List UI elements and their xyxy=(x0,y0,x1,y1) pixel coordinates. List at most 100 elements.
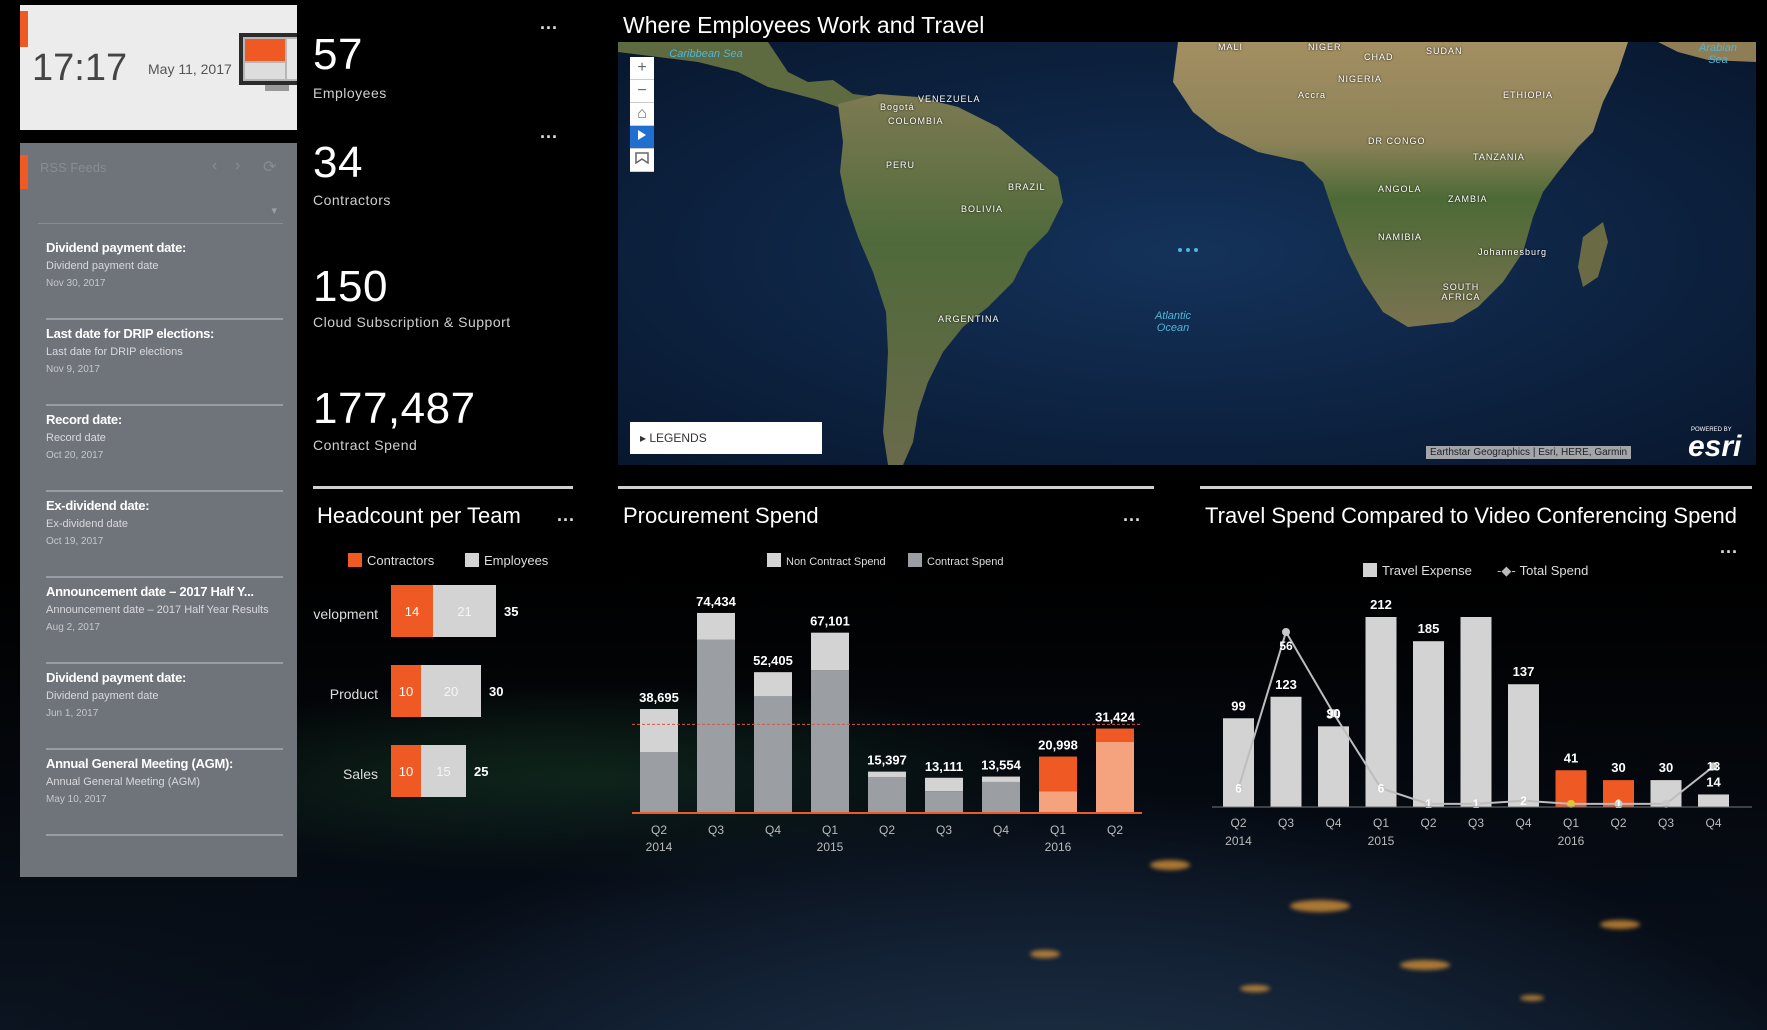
line-point xyxy=(1472,799,1480,808)
map-widget: Where Employees Work and Travel xyxy=(618,0,1756,465)
map-country-label: DR CONGO xyxy=(1368,136,1426,146)
legend-non-contract[interactable]: Non Contract Spend xyxy=(767,553,886,568)
bar-contract xyxy=(982,781,1020,813)
legend-contractors[interactable]: Contractors xyxy=(348,553,434,568)
bar-contractors xyxy=(391,585,433,637)
bar-non-contract xyxy=(1039,756,1077,792)
rss-header: RSS Feeds ‹ › ⟳ xyxy=(20,143,297,189)
powered-by-label: POWERED BY xyxy=(1691,427,1732,433)
line-point xyxy=(1709,762,1718,771)
kpi-cloud-label: Cloud Subscription & Support xyxy=(313,314,511,330)
bar-non-contract xyxy=(868,771,906,777)
feed-item-description: Announcement date – 2017 Half Year Resul… xyxy=(46,604,269,616)
legend-employees[interactable]: Employees xyxy=(465,553,548,568)
feed-item-description: Last date for DRIP elections xyxy=(46,346,183,358)
x-tick-label: Q2 xyxy=(651,823,667,837)
map-country-label: SOUTH AFRICA xyxy=(1441,282,1481,302)
rss-title: RSS Feeds xyxy=(40,160,107,175)
legend-swatch xyxy=(908,553,922,567)
feed-item-description: Annual General Meeting (AGM) xyxy=(46,776,201,788)
legend-swatch xyxy=(767,553,781,567)
data-label: 41 xyxy=(1564,750,1578,765)
home-button[interactable]: ⌂ xyxy=(630,103,654,126)
category-label: Sales xyxy=(343,766,378,782)
bar-travel-expense xyxy=(1318,726,1349,807)
kpi-menu-button[interactable]: ... xyxy=(540,13,559,33)
map-country-label: BOLIVIA xyxy=(961,204,1004,214)
rss-feed-item[interactable]: Dividend payment date:Dividend payment d… xyxy=(46,670,283,750)
bar-non-contract xyxy=(811,632,849,671)
feed-item-description: Record date xyxy=(46,432,106,444)
map-title: Where Employees Work and Travel xyxy=(623,12,985,38)
feed-item-date: Aug 2, 2017 xyxy=(46,622,100,633)
feed-item-date: Nov 9, 2017 xyxy=(46,364,100,375)
kpi-menu-button[interactable]: ... xyxy=(540,122,559,142)
total-label: 25 xyxy=(474,764,488,779)
feed-item-title: Record date: xyxy=(46,412,122,427)
line-data-label: 1 xyxy=(1473,797,1480,811)
data-label: 10 xyxy=(399,764,413,779)
kpi-employees-value: 57 xyxy=(313,30,363,79)
map-basemap xyxy=(618,42,1756,465)
x-tick-label: 2015 xyxy=(1368,834,1395,848)
play-button[interactable] xyxy=(630,126,654,149)
x-tick-label: Q1 xyxy=(1050,823,1066,837)
rss-feed-item[interactable]: Dividend payment date:Dividend payment d… xyxy=(46,240,283,320)
accent-bar xyxy=(20,155,28,189)
panel-divider xyxy=(313,486,573,489)
zoom-out-button[interactable]: − xyxy=(630,80,654,103)
data-label: 21 xyxy=(457,604,471,619)
chevron-left-icon[interactable]: ‹ xyxy=(212,157,218,174)
legend-travel-expense[interactable]: Travel Expense xyxy=(1363,563,1472,578)
map-ocean-label: Caribbean Sea xyxy=(669,48,743,60)
bar-non-contract xyxy=(925,777,963,792)
bar-non-contract xyxy=(697,612,735,640)
bar-contractors xyxy=(391,665,421,717)
data-label: 20 xyxy=(444,684,458,699)
data-label: 30 xyxy=(1611,760,1625,775)
feed-item-title: Dividend payment date: xyxy=(46,240,187,255)
legends-button[interactable]: ▸ LEGENDS xyxy=(630,422,822,454)
line-data-label: 1 xyxy=(1425,797,1432,811)
travel-menu-button[interactable]: ... xyxy=(1720,537,1739,557)
line-point xyxy=(1614,799,1623,808)
panel-divider xyxy=(1200,486,1752,489)
procurement-title: Procurement Spend xyxy=(623,503,819,528)
x-tick-label: Q3 xyxy=(936,823,952,837)
legend-total-spend[interactable]: -◆-Total Spend xyxy=(1497,563,1589,578)
map-country-label: MALI xyxy=(1218,42,1244,52)
rss-feed-widget: RSS Feeds ‹ › ⟳ ▾ Dividend payment date:… xyxy=(20,143,297,877)
total-label: 30 xyxy=(489,684,503,699)
feed-item-date: Nov 30, 2017 xyxy=(46,278,106,289)
rss-feed-item[interactable]: Last date for DRIP elections:Last date f… xyxy=(46,326,283,406)
chevron-right-icon[interactable]: › xyxy=(235,157,241,174)
line-data-label: 1 xyxy=(1615,797,1622,811)
rss-feed-item[interactable]: Annual General Meeting (AGM):Annual Gene… xyxy=(46,756,283,836)
feed-item-date: May 10, 2017 xyxy=(46,794,107,805)
bookmark-icon xyxy=(635,152,649,165)
map-view[interactable]: Caribbean Sea Atlantic Ocean Arabian Sea… xyxy=(618,42,1756,465)
line-point xyxy=(1329,709,1338,718)
feed-item-title: Dividend payment date: xyxy=(46,670,187,685)
procurement-chart: 38,695Q2201474,434Q352,405Q467,101Q12015… xyxy=(632,594,1142,854)
kpi-employees-label: Employees xyxy=(313,85,387,101)
feed-item-title: Announcement date – 2017 Half Y... xyxy=(46,584,254,599)
feed-select[interactable]: ▾ xyxy=(38,201,283,224)
procurement-menu-button[interactable]: ... xyxy=(1123,505,1142,525)
refresh-icon[interactable]: ⟳ xyxy=(263,159,277,176)
map-country-label: NAMIBIA xyxy=(1378,232,1423,242)
headcount-menu-button[interactable]: ... xyxy=(557,505,576,525)
x-tick-label: Q3 xyxy=(1278,816,1294,830)
bar-contract xyxy=(868,776,906,813)
x-tick-label: Q2 xyxy=(1610,816,1626,830)
accent-bar xyxy=(20,11,28,47)
total-label: 67,101 xyxy=(810,614,850,629)
bookmark-button[interactable] xyxy=(630,149,654,172)
total-label: 13,554 xyxy=(981,758,1022,773)
zoom-in-button[interactable]: + xyxy=(630,57,654,80)
rss-feed-item[interactable]: Announcement date – 2017 Half Y... Announ… xyxy=(46,584,283,664)
legend-contract[interactable]: Contract Spend xyxy=(908,553,1003,568)
clock-date: May 11, 2017 xyxy=(148,61,232,77)
